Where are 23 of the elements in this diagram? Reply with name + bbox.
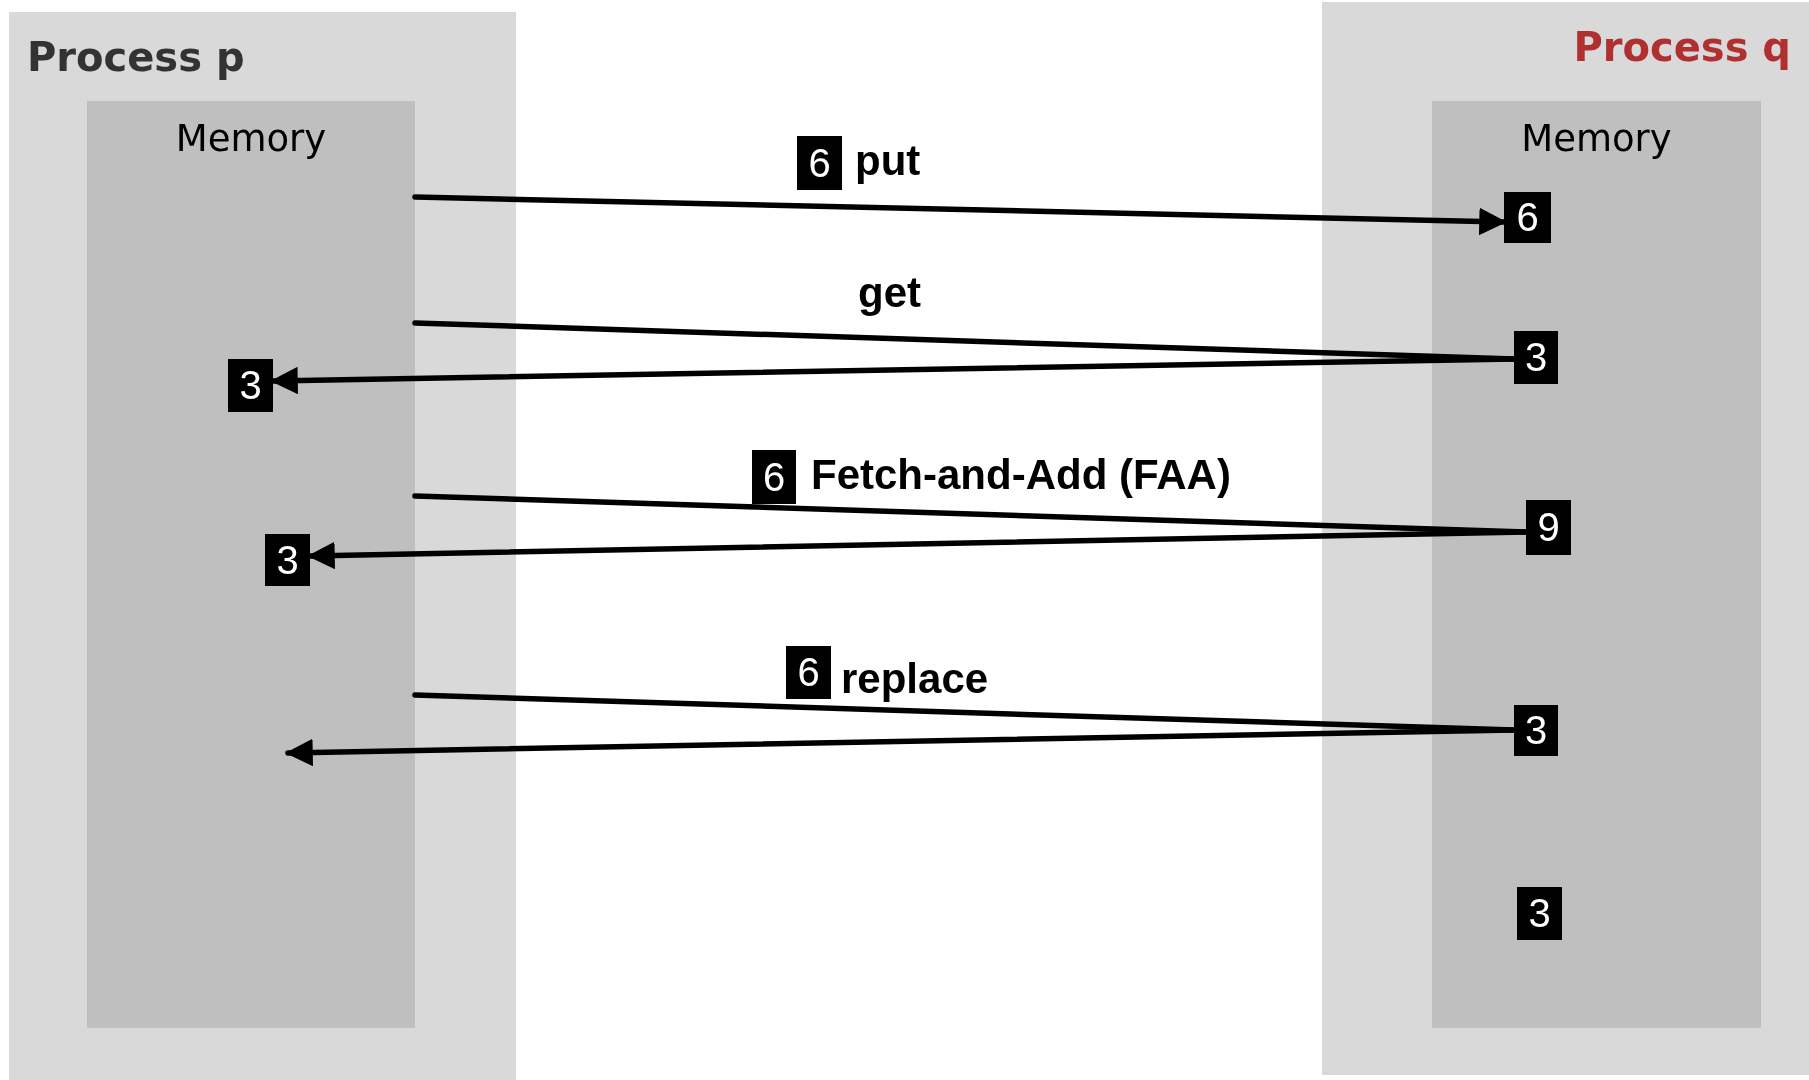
value-tag: 6	[786, 646, 831, 699]
arrow	[307, 529, 1529, 570]
memory-label: Memory	[175, 117, 327, 160]
value-tag: 3	[1514, 331, 1558, 384]
value-tag: 6	[797, 136, 842, 190]
value-tag: 6	[1504, 192, 1551, 243]
memory-panel	[1432, 101, 1761, 1028]
value-tag: 3	[1514, 705, 1558, 756]
value-tag: 3	[1517, 887, 1562, 940]
arrow	[412, 194, 1507, 236]
panel-heading: Process p	[27, 34, 245, 80]
value-tag: 3	[265, 534, 310, 586]
value-tag: 6	[752, 450, 796, 504]
arrow	[270, 356, 1517, 395]
value-tag: 3	[228, 359, 273, 412]
arrow	[285, 727, 1517, 767]
panel-heading: Process q	[1573, 24, 1791, 70]
memory-panel	[87, 101, 415, 1028]
value-tag: 9	[1526, 500, 1571, 555]
process-panel	[9, 12, 516, 1080]
process-panel	[1322, 2, 1809, 1075]
memory-label: Memory	[1521, 117, 1672, 160]
node-label: 6	[762, 454, 786, 499]
